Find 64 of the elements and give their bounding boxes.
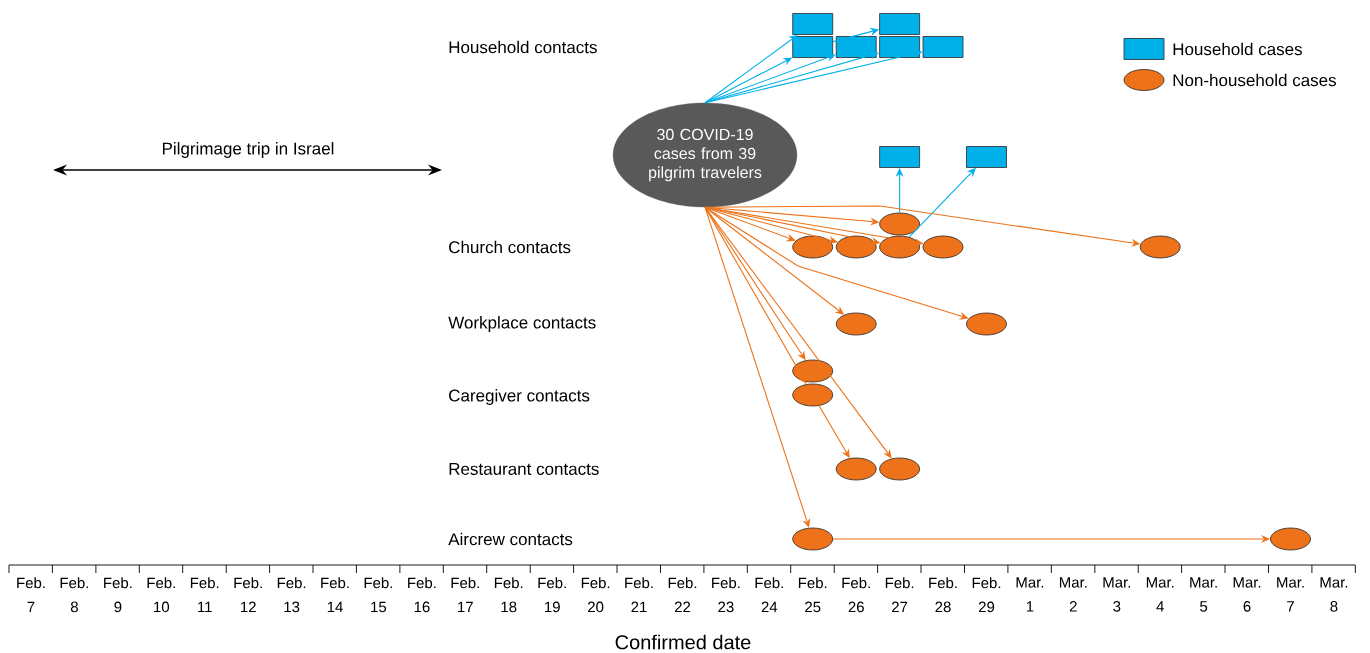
date-label: Feb. 11: [190, 577, 219, 613]
row-label: Household contacts: [449, 40, 597, 54]
row-label: Aircrew contacts: [448, 532, 573, 546]
household-case-box: [966, 146, 1007, 168]
non-household-case-ellipse: [922, 235, 964, 259]
date-label: Feb. 29: [972, 577, 1001, 613]
non-household-case-ellipse: [835, 235, 877, 259]
date-label: Mar. 7: [1277, 577, 1304, 612]
date-label: Feb. 13: [277, 577, 306, 613]
date-label: Feb. 28: [929, 577, 957, 613]
non-household-case-ellipse: [1270, 527, 1311, 551]
non-household-case-ellipse: [966, 312, 1007, 336]
household-case-box: [879, 13, 920, 35]
non-household-case-ellipse: [1139, 235, 1181, 259]
non-household-case-ellipse: [835, 312, 877, 336]
date-label: Mar. 8: [1320, 577, 1348, 612]
row-label: Church contacts: [449, 240, 571, 254]
date-label: Feb. 16: [408, 577, 436, 613]
date-label: Mar. 5: [1190, 577, 1217, 612]
date-label: Feb. 10: [147, 577, 175, 613]
non-household-case-ellipse: [792, 383, 834, 407]
legend-label: Household cases: [1173, 42, 1302, 56]
date-label: Feb. 15: [364, 577, 393, 613]
date-label: Feb. 9: [104, 577, 132, 613]
household-case-box: [879, 146, 920, 168]
non-household-case-ellipse: [835, 457, 877, 481]
non-household-case-ellipse: [792, 359, 834, 383]
date-label: Feb. 17: [451, 577, 479, 613]
date-label: Feb. 14: [321, 577, 349, 613]
legend-label: Non-household cases: [1173, 73, 1336, 87]
date-label: Mar. 1: [1016, 577, 1044, 612]
date-label: Mar. 2: [1059, 577, 1087, 612]
household-case-box: [792, 36, 834, 58]
span-label: Pilgrimage trip in Israel: [162, 142, 334, 158]
non-household-case-ellipse: [879, 235, 920, 259]
date-label: Feb. 24: [755, 577, 783, 613]
non-household-case-ellipse: [879, 457, 920, 481]
arrow: [704, 206, 811, 528]
date-label: Feb. 8: [60, 577, 89, 613]
date-label: Feb. 7: [17, 577, 45, 613]
date-label: Feb. 12: [234, 577, 262, 613]
non-household-case-ellipse: [792, 235, 834, 259]
household-case-box: [879, 36, 920, 58]
date-label: Mar. 3: [1103, 577, 1131, 612]
row-label: Caregiver contacts: [449, 389, 590, 405]
date-label: Feb. 21: [625, 577, 653, 613]
date-label: Mar. 6: [1233, 577, 1261, 612]
household-case-box: [792, 13, 834, 35]
axis-title: Confirmed date: [615, 634, 751, 650]
date-label: Mar. 4: [1146, 577, 1174, 612]
household-case-box: [835, 36, 877, 58]
row-label: Restaurant contacts: [449, 463, 599, 475]
household-case-box: [922, 36, 964, 58]
date-label: Feb. 26: [842, 577, 870, 613]
date-label: Feb. 19: [538, 577, 566, 613]
non-household-case-ellipse: [792, 527, 834, 551]
row-label: Workplace contacts: [448, 316, 596, 332]
date-label: Feb. 22: [668, 577, 697, 613]
date-label: Feb. 23: [712, 577, 740, 613]
date-label: Feb. 25: [798, 577, 827, 613]
date-label: Feb. 20: [581, 577, 610, 613]
date-label: Feb. 18: [494, 577, 523, 613]
date-label: Feb. 27: [885, 577, 914, 613]
non-household-case-ellipse: [879, 212, 920, 236]
